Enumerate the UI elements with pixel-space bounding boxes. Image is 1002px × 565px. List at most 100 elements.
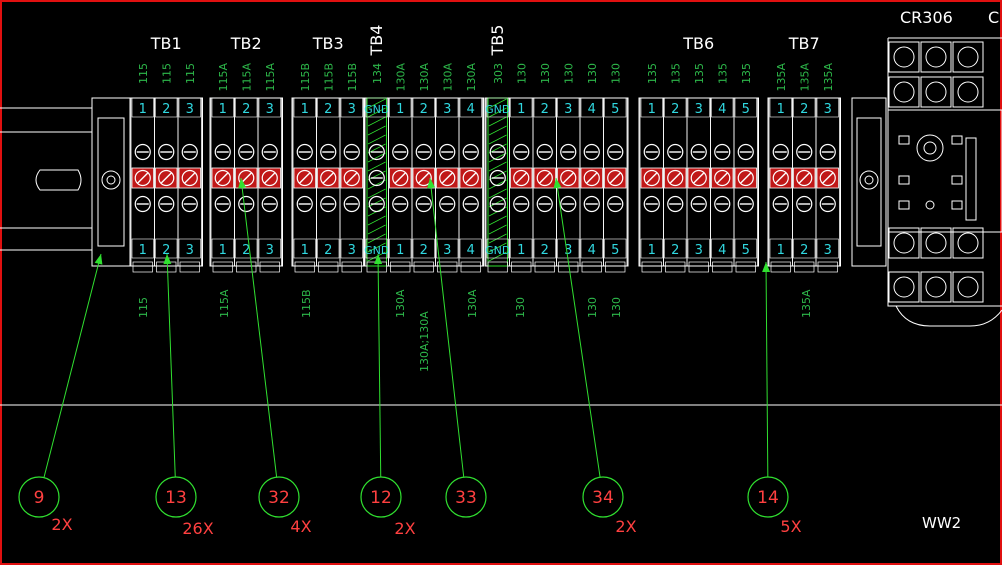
block-label: TB7 — [788, 34, 820, 53]
leader-arrow — [553, 178, 562, 189]
jumper-screw — [261, 169, 278, 187]
screw-top — [643, 143, 660, 161]
jumper-screw — [439, 169, 456, 187]
relay-socket-terminal — [893, 81, 915, 103]
screw-bottom — [261, 195, 278, 213]
terminal-number-bottom: 1 — [219, 243, 227, 258]
jumper-screw — [343, 169, 360, 187]
number-box-top — [340, 97, 363, 118]
gnd-hatch — [367, 116, 386, 127]
marker-tab — [794, 261, 815, 273]
screw-top — [296, 143, 313, 161]
jumper-screw-slot — [669, 172, 681, 184]
left-end-screw-inner — [106, 175, 116, 185]
top-wire-label: 115 — [137, 63, 150, 84]
terminal-number-top: 2 — [671, 102, 679, 117]
number-box-top — [816, 97, 839, 118]
gnd-hatch — [488, 125, 507, 136]
relay-pin — [951, 135, 963, 145]
balloon-number: 14 — [757, 488, 779, 508]
screw-bottom — [368, 195, 385, 213]
screw-bottom — [772, 195, 789, 213]
top-wire-label: 115A — [264, 63, 277, 92]
balloon-circle — [747, 476, 789, 518]
number-box-top — [580, 97, 603, 118]
balloon-number: 9 — [34, 488, 45, 508]
number-box-bottom — [211, 238, 234, 259]
number-box-bottom — [793, 238, 816, 259]
relay-socket-terminal — [957, 81, 979, 103]
left-end-stop-inner — [97, 117, 125, 247]
bottom-wire-label: 130 — [586, 297, 599, 318]
screw-bottom — [560, 195, 577, 213]
number-box-top — [317, 97, 340, 118]
block-label: TB6 — [682, 34, 714, 53]
marker-tab — [460, 261, 481, 273]
gnd-hatch — [488, 188, 507, 199]
marker-tab — [641, 261, 662, 273]
jumper-screw-slot — [609, 172, 621, 184]
gnd-hatch — [488, 152, 507, 163]
terminal-number-top: 1 — [301, 102, 309, 117]
screw-top — [667, 143, 684, 161]
jumper-screw — [320, 169, 337, 187]
gnd-hatch — [367, 179, 386, 190]
terminal-number-top: 3 — [186, 102, 194, 117]
relay-hole — [925, 200, 935, 210]
terminal-cell — [485, 97, 510, 267]
top-wire-label: 115B — [322, 63, 335, 92]
number-box-top — [486, 97, 509, 118]
relay-socket-cell — [888, 41, 920, 73]
gnd-hatch — [367, 152, 386, 163]
screw-top — [560, 143, 577, 161]
terminal-number-top: 2 — [800, 102, 808, 117]
number-box-bottom — [816, 238, 839, 259]
marker-tab — [341, 261, 362, 273]
balloon-circle — [445, 476, 487, 518]
gnd-hatch — [367, 233, 386, 244]
jumper-screw-slot — [441, 172, 453, 184]
bottom-wire-label: 115A — [218, 289, 231, 318]
gnd-hatch — [488, 251, 507, 262]
gnd-hatch — [367, 98, 386, 109]
gnd-hatch — [488, 179, 507, 190]
balloon-circle — [360, 476, 402, 518]
number-box-top — [459, 97, 482, 118]
screw-top — [392, 143, 409, 161]
number-box-top — [412, 97, 435, 118]
gnd-hatch — [488, 233, 507, 244]
number-box-bottom — [412, 238, 435, 259]
number-box-bottom — [258, 238, 281, 259]
callout-balloon-9: 92X — [18, 253, 103, 534]
gnd-hatch — [488, 134, 507, 145]
marker-tab — [259, 261, 280, 273]
number-box-bottom — [687, 238, 710, 259]
jumper-screw — [796, 169, 813, 187]
relay-pin — [951, 200, 963, 210]
jumper-screw-slot — [346, 172, 358, 184]
jumper-screw-slot — [798, 172, 810, 184]
marker-tab — [390, 261, 411, 273]
jumper-screw-slot — [822, 172, 834, 184]
relay-base — [895, 305, 1002, 327]
number-box-top — [734, 97, 757, 118]
screw-top — [415, 143, 432, 161]
screw-bottom — [583, 195, 600, 213]
gnd-hatch — [367, 251, 386, 262]
terminal-number-bottom: 2 — [162, 243, 170, 258]
jumper-screw — [643, 169, 660, 187]
relay-socket-terminal — [957, 232, 979, 254]
number-box-bottom — [293, 238, 316, 259]
terminal-number-top: 4 — [588, 102, 596, 117]
marker-tab — [817, 261, 838, 273]
right-end-screw — [859, 170, 879, 190]
jumper-screw — [392, 169, 409, 187]
